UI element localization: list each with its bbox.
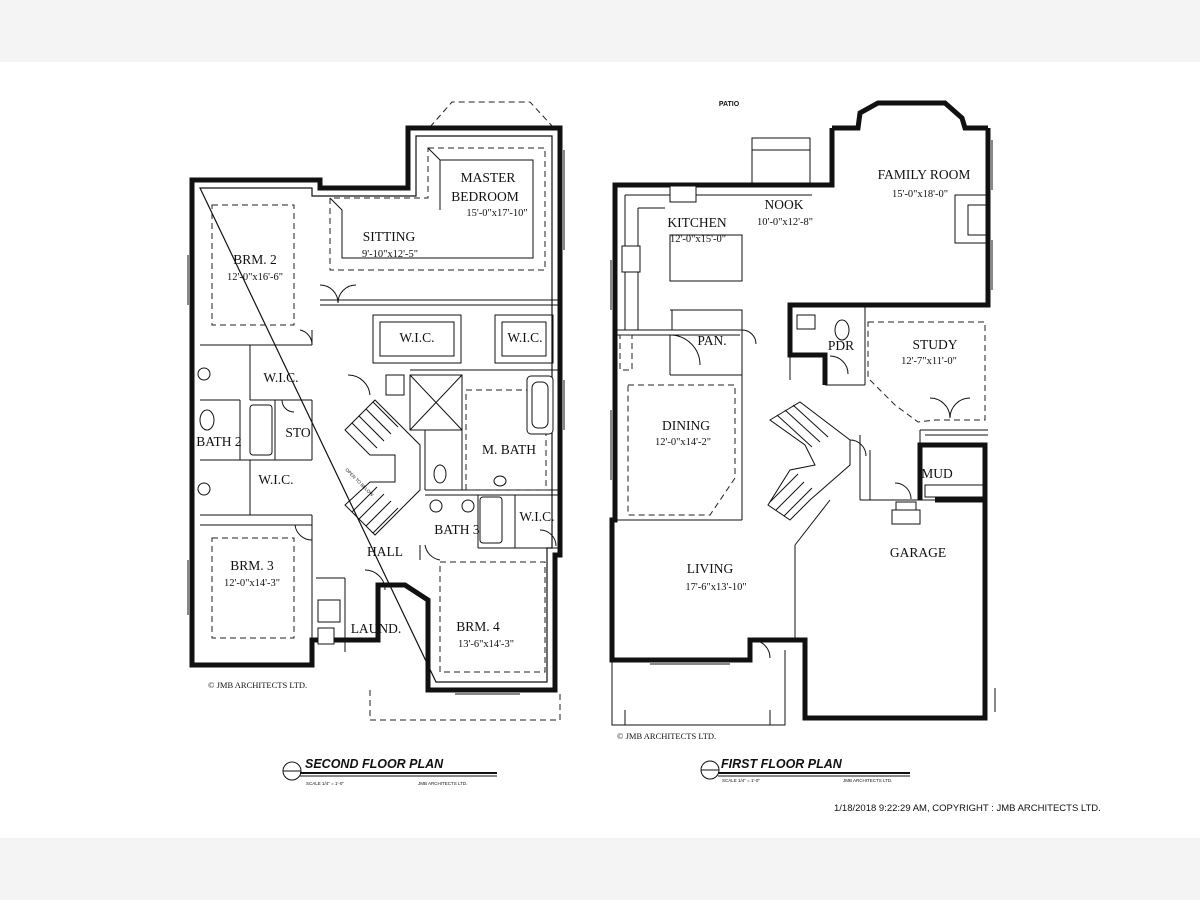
firm-mark: JMB ARCHITECTS LTD.	[418, 781, 467, 786]
room-label: BRM. 4	[456, 619, 500, 634]
first-floor-plan	[609, 100, 996, 726]
room-label: W.I.C.	[258, 472, 293, 487]
room-label: BRM. 3	[230, 558, 274, 573]
room-label: GARAGE	[890, 545, 946, 560]
room-label: STO	[285, 425, 311, 440]
room-dimensions: 9'-10"x12'-5"	[362, 249, 418, 260]
room-dimensions: 12'-7"x11'-0"	[901, 356, 957, 367]
first-floor-labels: PATIO FAMILY ROOM 15'-0"x18'-0" NOOK 10'…	[617, 101, 970, 741]
room-label: FAMILY ROOM	[878, 167, 971, 182]
room-label: STUDY	[912, 337, 957, 352]
room-label: BATH 3	[434, 522, 480, 537]
room-label: BATH 2	[196, 434, 241, 449]
plan-title: SECOND FLOOR PLAN	[305, 757, 444, 771]
room-label: HALL	[367, 544, 403, 559]
room-dimensions: 12'-0"x14'-2"	[655, 437, 711, 448]
room-label: KITCHEN	[667, 215, 726, 230]
room-label: LIVING	[687, 561, 734, 576]
room-label: W.I.C.	[519, 509, 554, 524]
room-label: W.I.C.	[507, 330, 542, 345]
room-label: SITTING	[363, 229, 416, 244]
plan-scale: SCALE 1/4" = 1'-0"	[306, 781, 344, 786]
patio-label: PATIO	[719, 101, 740, 108]
second-floor-plan	[187, 101, 565, 721]
drawing-sheet	[0, 62, 1200, 838]
second-floor-title-block: SECOND FLOOR PLAN SCALE 1/4" = 1'-0" JMB…	[282, 757, 497, 786]
room-label: PAN.	[697, 333, 726, 348]
room-label: LAUND.	[351, 621, 402, 636]
room-dimensions: 15'-0"x17'-10"	[466, 208, 527, 219]
copyright-label: © JMB ARCHITECTS LTD.	[617, 731, 716, 741]
room-dimensions: 12'-0"x14'-3"	[224, 578, 280, 589]
room-label: W.I.C.	[399, 330, 434, 345]
room-label: PDR	[828, 338, 854, 353]
copyright-label: © JMB ARCHITECTS LTD.	[208, 680, 307, 690]
room-dimensions: 10'-0"x12'-8"	[757, 217, 813, 228]
plan-scale: SCALE 1/4" = 1'-0"	[722, 778, 760, 783]
room-label: MUD	[921, 466, 953, 481]
room-dimensions: 17'-6"x13'-10"	[685, 582, 746, 593]
room-label: MASTER	[461, 170, 516, 185]
first-floor-title-block: FIRST FLOOR PLAN SCALE 1/4" = 1'-0" JMB …	[700, 757, 910, 783]
room-dimensions: 13'-6"x14'-3"	[458, 639, 514, 650]
room-dimensions: 12'-0"x15'-0"	[670, 234, 726, 245]
plan-title: FIRST FLOOR PLAN	[721, 757, 843, 771]
room-dimensions: 12'-0"x16'-6"	[227, 272, 283, 283]
room-label: DINING	[662, 418, 710, 433]
room-label: BEDROOM	[451, 189, 519, 204]
firm-mark: JMB ARCHITECTS LTD.	[843, 778, 892, 783]
second-floor-stair	[344, 399, 421, 536]
room-label: BRM. 2	[233, 252, 277, 267]
room-label: NOOK	[765, 197, 804, 212]
copyright-stamp: 1/18/2018 9:22:29 AM, COPYRIGHT : JMB AR…	[834, 803, 1101, 814]
first-floor-stair	[767, 401, 851, 521]
room-dimensions: 15'-0"x18'-0"	[892, 189, 948, 200]
room-label: W.I.C.	[263, 370, 298, 385]
room-label: M. BATH	[482, 442, 536, 457]
